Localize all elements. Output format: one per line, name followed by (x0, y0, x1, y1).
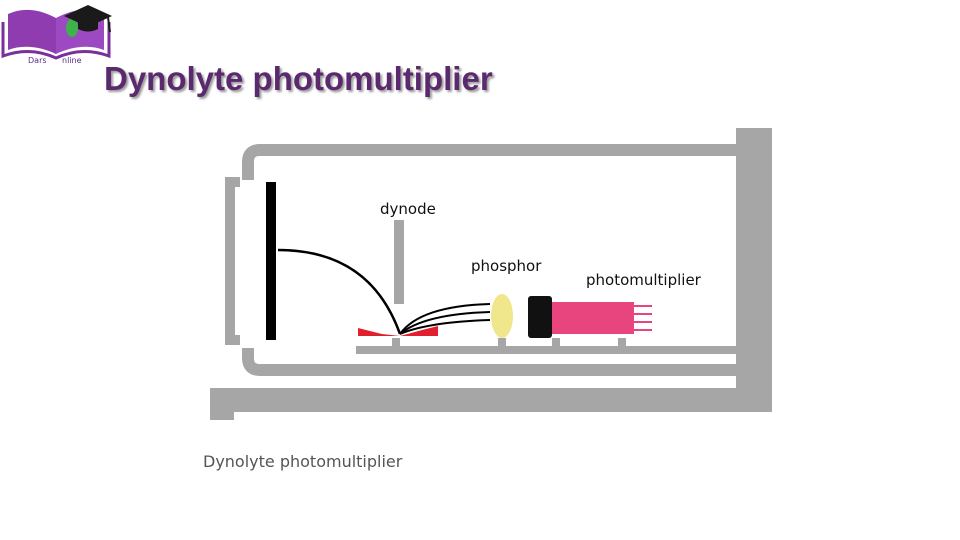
logo: Dars nline (0, 0, 118, 70)
photomultiplier-tube (552, 302, 634, 334)
outer-housing (210, 128, 772, 420)
apparatus-drawing (210, 128, 772, 420)
electron-path-in (277, 248, 402, 335)
label-phosphor: phosphor (471, 257, 542, 275)
target-red (358, 326, 438, 336)
figure-caption: Dynolyte photomultiplier (203, 452, 403, 471)
bench-posts (392, 338, 626, 348)
book-logo-icon (1, 5, 112, 60)
dynode-plate (394, 220, 404, 304)
label-dynode: dynode (380, 200, 436, 218)
photocathode-plate (266, 182, 276, 340)
logo-text-left: Dars (28, 56, 47, 65)
electron-fan (399, 303, 491, 335)
page-title: Dynolyte photomultiplier (104, 60, 493, 97)
optical-bench (356, 346, 736, 354)
inner-enclosure-bottom (242, 348, 740, 376)
inner-enclosure-top (242, 144, 740, 180)
photomultiplier-diagram: dynode phosphor photomultiplier (200, 120, 780, 420)
photomultiplier-window (528, 296, 552, 338)
phosphor-element (491, 294, 513, 338)
window-bracket (225, 177, 240, 345)
photomultiplier-pins (634, 305, 652, 331)
label-photomultiplier: photomultiplier (586, 271, 701, 289)
logo-text-right: nline (62, 56, 82, 65)
